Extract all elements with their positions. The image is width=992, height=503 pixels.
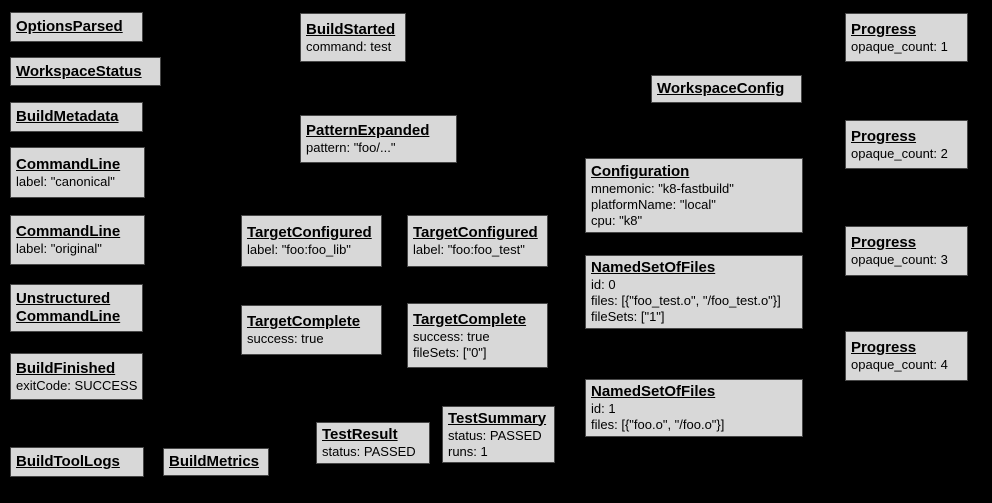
command-line-original-box: CommandLine label: "original" bbox=[10, 215, 145, 265]
event-title: Configuration bbox=[591, 162, 690, 180]
event-field: opaque_count: 4 bbox=[851, 357, 948, 372]
event-title: PatternExpanded bbox=[306, 122, 430, 139]
workspace-config-box: WorkspaceConfig bbox=[651, 75, 802, 103]
event-title: WorkspaceStatus bbox=[16, 62, 142, 80]
pattern-expanded-box: PatternExpanded pattern: "foo/..." bbox=[300, 115, 457, 163]
event-title: CommandLine bbox=[16, 155, 121, 173]
event-title: TestSummary bbox=[448, 409, 547, 427]
event-title: BuildFinished bbox=[16, 359, 116, 377]
event-title: TargetComplete bbox=[247, 313, 361, 330]
event-field: id: 1 bbox=[591, 401, 616, 416]
event-title: TargetConfigured bbox=[413, 224, 538, 241]
event-field: success: true bbox=[413, 328, 490, 344]
event-field: success: true bbox=[247, 331, 324, 346]
event-title: CommandLine bbox=[16, 308, 121, 325]
event-field: fileSets: ["0"] bbox=[413, 344, 487, 360]
event-title: Progress bbox=[851, 339, 917, 356]
event-field: pattern: "foo/..." bbox=[306, 140, 396, 155]
workspace-status-box: WorkspaceStatus bbox=[10, 57, 161, 86]
event-title: BuildToolLogs bbox=[16, 453, 120, 470]
event-field: mnemonic: "k8-fastbuild" bbox=[591, 180, 734, 196]
event-title: Progress bbox=[851, 127, 917, 145]
command-line-canonical-box: CommandLine label: "canonical" bbox=[10, 147, 145, 198]
event-field: files: [{"foo_test.o", "/foo_test.o"}] bbox=[591, 293, 781, 308]
event-title: BuildMetrics bbox=[169, 453, 260, 470]
options-parsed-box: OptionsParsed bbox=[10, 12, 143, 42]
event-field: runs: 1 bbox=[448, 443, 488, 459]
event-field: id: 0 bbox=[591, 277, 616, 292]
event-field: label: "foo:foo_lib" bbox=[247, 242, 351, 257]
named-set-of-files-0-box: NamedSetOfFiles id: 0 files: [{"foo_test… bbox=[585, 255, 803, 329]
test-result-box: TestResult status: PASSED bbox=[316, 422, 430, 464]
event-field: status: PASSED bbox=[448, 427, 542, 443]
event-field: exitCode: SUCCESS bbox=[16, 377, 138, 393]
event-title: TestResult bbox=[322, 426, 398, 443]
target-configured-foo-lib-box: TargetConfigured label: "foo:foo_lib" bbox=[241, 215, 382, 267]
event-title: TargetConfigured bbox=[247, 224, 372, 241]
build-tool-logs-box: BuildToolLogs bbox=[10, 447, 144, 477]
build-finished-box: BuildFinished exitCode: SUCCESS bbox=[10, 353, 143, 400]
configuration-box: Configuration mnemonic: "k8-fastbuild" p… bbox=[585, 158, 803, 233]
target-configured-foo-test-box: TargetConfigured label: "foo:foo_test" bbox=[407, 215, 548, 267]
event-title: WorkspaceConfig bbox=[657, 80, 785, 97]
event-field: cpu: "k8" bbox=[591, 212, 643, 228]
progress-1-box: Progress opaque_count: 1 bbox=[845, 13, 968, 62]
event-field: label: "canonical" bbox=[16, 173, 115, 189]
event-title: BuildStarted bbox=[306, 20, 396, 38]
event-field: command: test bbox=[306, 38, 392, 54]
event-title: CommandLine bbox=[16, 223, 121, 240]
event-title: Unstructured bbox=[16, 290, 111, 307]
event-title: Progress bbox=[851, 234, 917, 251]
event-field: fileSets: ["1"] bbox=[591, 309, 665, 324]
event-title: Progress bbox=[851, 20, 917, 38]
event-field: files: [{"foo.o", "/foo.o"}] bbox=[591, 417, 725, 432]
progress-4-box: Progress opaque_count: 4 bbox=[845, 331, 968, 381]
event-field: platformName: "local" bbox=[591, 196, 716, 212]
event-title: NamedSetOfFiles bbox=[591, 383, 716, 400]
event-field: label: "original" bbox=[16, 241, 102, 256]
event-field: opaque_count: 2 bbox=[851, 145, 948, 161]
event-field: opaque_count: 3 bbox=[851, 252, 948, 267]
event-title: TargetComplete bbox=[413, 310, 527, 328]
test-summary-box: TestSummary status: PASSED runs: 1 bbox=[442, 406, 555, 463]
event-title: NamedSetOfFiles bbox=[591, 259, 716, 276]
progress-3-box: Progress opaque_count: 3 bbox=[845, 226, 968, 276]
target-complete-foo-lib-box: TargetComplete success: true bbox=[241, 305, 382, 355]
named-set-of-files-1-box: NamedSetOfFiles id: 1 files: [{"foo.o", … bbox=[585, 379, 803, 437]
unstructured-command-line-box: Unstructured CommandLine bbox=[10, 284, 143, 332]
event-field: status: PASSED bbox=[322, 444, 416, 459]
build-metrics-box: BuildMetrics bbox=[163, 448, 269, 476]
target-complete-foo-test-box: TargetComplete success: true fileSets: [… bbox=[407, 303, 548, 368]
progress-2-box: Progress opaque_count: 2 bbox=[845, 120, 968, 169]
event-title: OptionsParsed bbox=[16, 18, 123, 35]
event-title: BuildMetadata bbox=[16, 108, 119, 125]
event-field: label: "foo:foo_test" bbox=[413, 242, 525, 257]
event-field: opaque_count: 1 bbox=[851, 38, 948, 54]
build-metadata-box: BuildMetadata bbox=[10, 102, 143, 132]
build-started-box: BuildStarted command: test bbox=[300, 13, 406, 62]
